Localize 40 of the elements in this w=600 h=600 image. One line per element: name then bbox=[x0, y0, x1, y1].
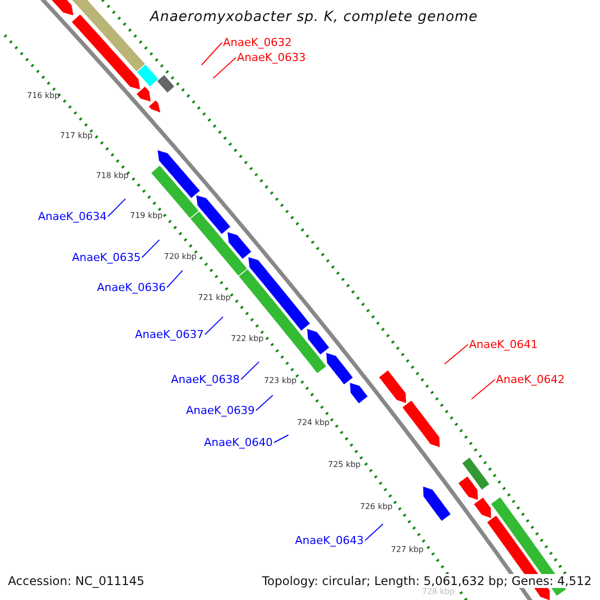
gene-label: AnaeK_0642 bbox=[496, 373, 565, 386]
accession-text: Accession: NC_011145 bbox=[8, 574, 144, 588]
tick-label: 719 kbp bbox=[130, 211, 163, 220]
tick-label: 723 kbp bbox=[264, 376, 297, 385]
tick-label: 720 kbp bbox=[164, 252, 197, 261]
tick-label: 718 kbp bbox=[96, 171, 129, 180]
gene-label: AnaeK_0637 bbox=[135, 328, 204, 341]
gene-label: AnaeK_0643 bbox=[295, 534, 364, 547]
tick-label: 721 kbp bbox=[198, 293, 231, 302]
gene-label: AnaeK_0636 bbox=[97, 281, 166, 294]
leader-line bbox=[256, 394, 274, 411]
gene-label: AnaeK_0640 bbox=[204, 436, 273, 449]
gene-label: AnaeK_0641 bbox=[469, 338, 538, 351]
leader-line bbox=[204, 316, 224, 335]
tick-label: 727 kbp bbox=[391, 545, 424, 554]
tick-label: 724 kbp bbox=[297, 418, 330, 427]
leader-line bbox=[364, 524, 384, 541]
leader-line bbox=[274, 434, 289, 443]
gene-label: AnaeK_0632 bbox=[223, 36, 292, 49]
gene-label: AnaeK_0638 bbox=[171, 373, 240, 386]
tick-label: 725 kbp bbox=[328, 460, 361, 469]
leader-line bbox=[212, 57, 236, 79]
tick-label: 717 kbp bbox=[60, 131, 93, 140]
genome-summary: Topology: circular; Length: 5,061,632 bp; Genes: 4,512 bbox=[262, 574, 592, 588]
tick-label: 728 kbp bbox=[422, 587, 455, 596]
tick-label: 716 kbp bbox=[27, 91, 60, 100]
map-title: Anaeromyxobacter sp. K, complete genome bbox=[150, 9, 478, 25]
gene-label: AnaeK_0639 bbox=[186, 404, 255, 417]
leader-line bbox=[142, 239, 160, 258]
leader-line bbox=[471, 379, 496, 400]
leader-line bbox=[166, 270, 184, 288]
tick-label: 726 kbp bbox=[360, 502, 393, 511]
leader-line bbox=[108, 198, 126, 217]
gene-label: AnaeK_0634 bbox=[38, 210, 107, 223]
leader-line bbox=[240, 361, 260, 380]
tick-label: 722 kbp bbox=[231, 334, 264, 343]
gene-label: AnaeK_0635 bbox=[72, 251, 141, 264]
gene-label: AnaeK_0633 bbox=[237, 51, 306, 64]
leader-line bbox=[444, 344, 468, 364]
leader-line bbox=[201, 42, 222, 66]
